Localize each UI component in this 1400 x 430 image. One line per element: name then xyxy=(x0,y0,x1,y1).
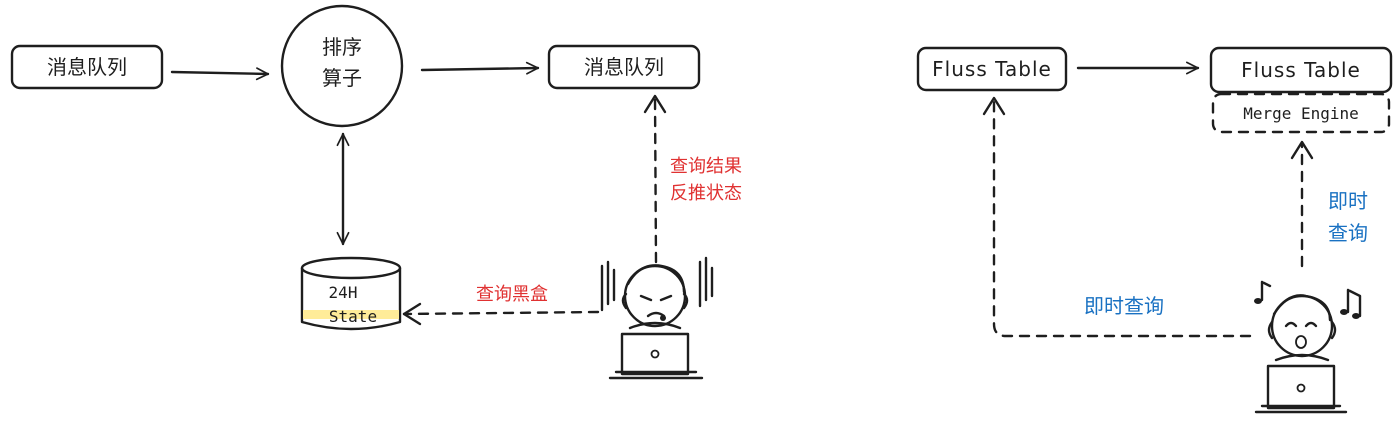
arrow-source-to-operator xyxy=(170,67,270,81)
fluss-table-source-node: Fluss Table xyxy=(916,46,1068,92)
arrow-query-blackbox xyxy=(402,310,600,316)
fluss-table-target-label: Fluss Table xyxy=(1241,58,1361,82)
state-store-node: 24H State xyxy=(300,256,402,331)
instant-query-bottom-label: 即时查询 xyxy=(1084,294,1164,318)
arrow-query-result xyxy=(653,96,658,264)
arrow-query-result-head xyxy=(643,94,667,114)
merge-engine-node: Merge Engine xyxy=(1211,92,1391,134)
query-result-label-line2: 反推状态 xyxy=(670,183,742,204)
frustrated-user-icon xyxy=(600,256,714,380)
state-label-line1: 24H xyxy=(329,283,358,302)
instant-query-label-line1: 即时 xyxy=(1328,189,1368,213)
merge-engine-label: Merge Engine xyxy=(1243,104,1359,123)
query-blackbox-label: 查询黑盒 xyxy=(476,284,548,305)
instant-query-label-line2: 查询 xyxy=(1328,221,1368,245)
happy-user-icon xyxy=(1254,280,1362,414)
arrow-instant-query-left-head xyxy=(982,96,1006,116)
operator-label-line1: 排序 xyxy=(322,35,362,59)
state-label-line2: State xyxy=(329,307,377,326)
sink-queue-node: 消息队列 xyxy=(547,44,701,90)
query-result-label-line1: 查询结果 xyxy=(670,156,742,177)
sort-operator-node: 排序 算子 xyxy=(280,4,404,128)
fluss-table-source-label: Fluss Table xyxy=(932,57,1052,81)
sink-queue-label: 消息队列 xyxy=(584,55,664,79)
arrow-instant-query-up-head xyxy=(1290,140,1314,160)
source-queue-label: 消息队列 xyxy=(47,55,127,79)
arrow-query-blackbox-head xyxy=(402,302,422,326)
operator-label-line2: 算子 xyxy=(322,66,362,90)
source-queue-node: 消息队列 xyxy=(10,44,164,90)
arrow-instant-query-left xyxy=(992,98,1252,338)
fluss-table-target-node: Fluss Table xyxy=(1209,46,1393,94)
arrow-operator-to-sink xyxy=(420,61,540,75)
